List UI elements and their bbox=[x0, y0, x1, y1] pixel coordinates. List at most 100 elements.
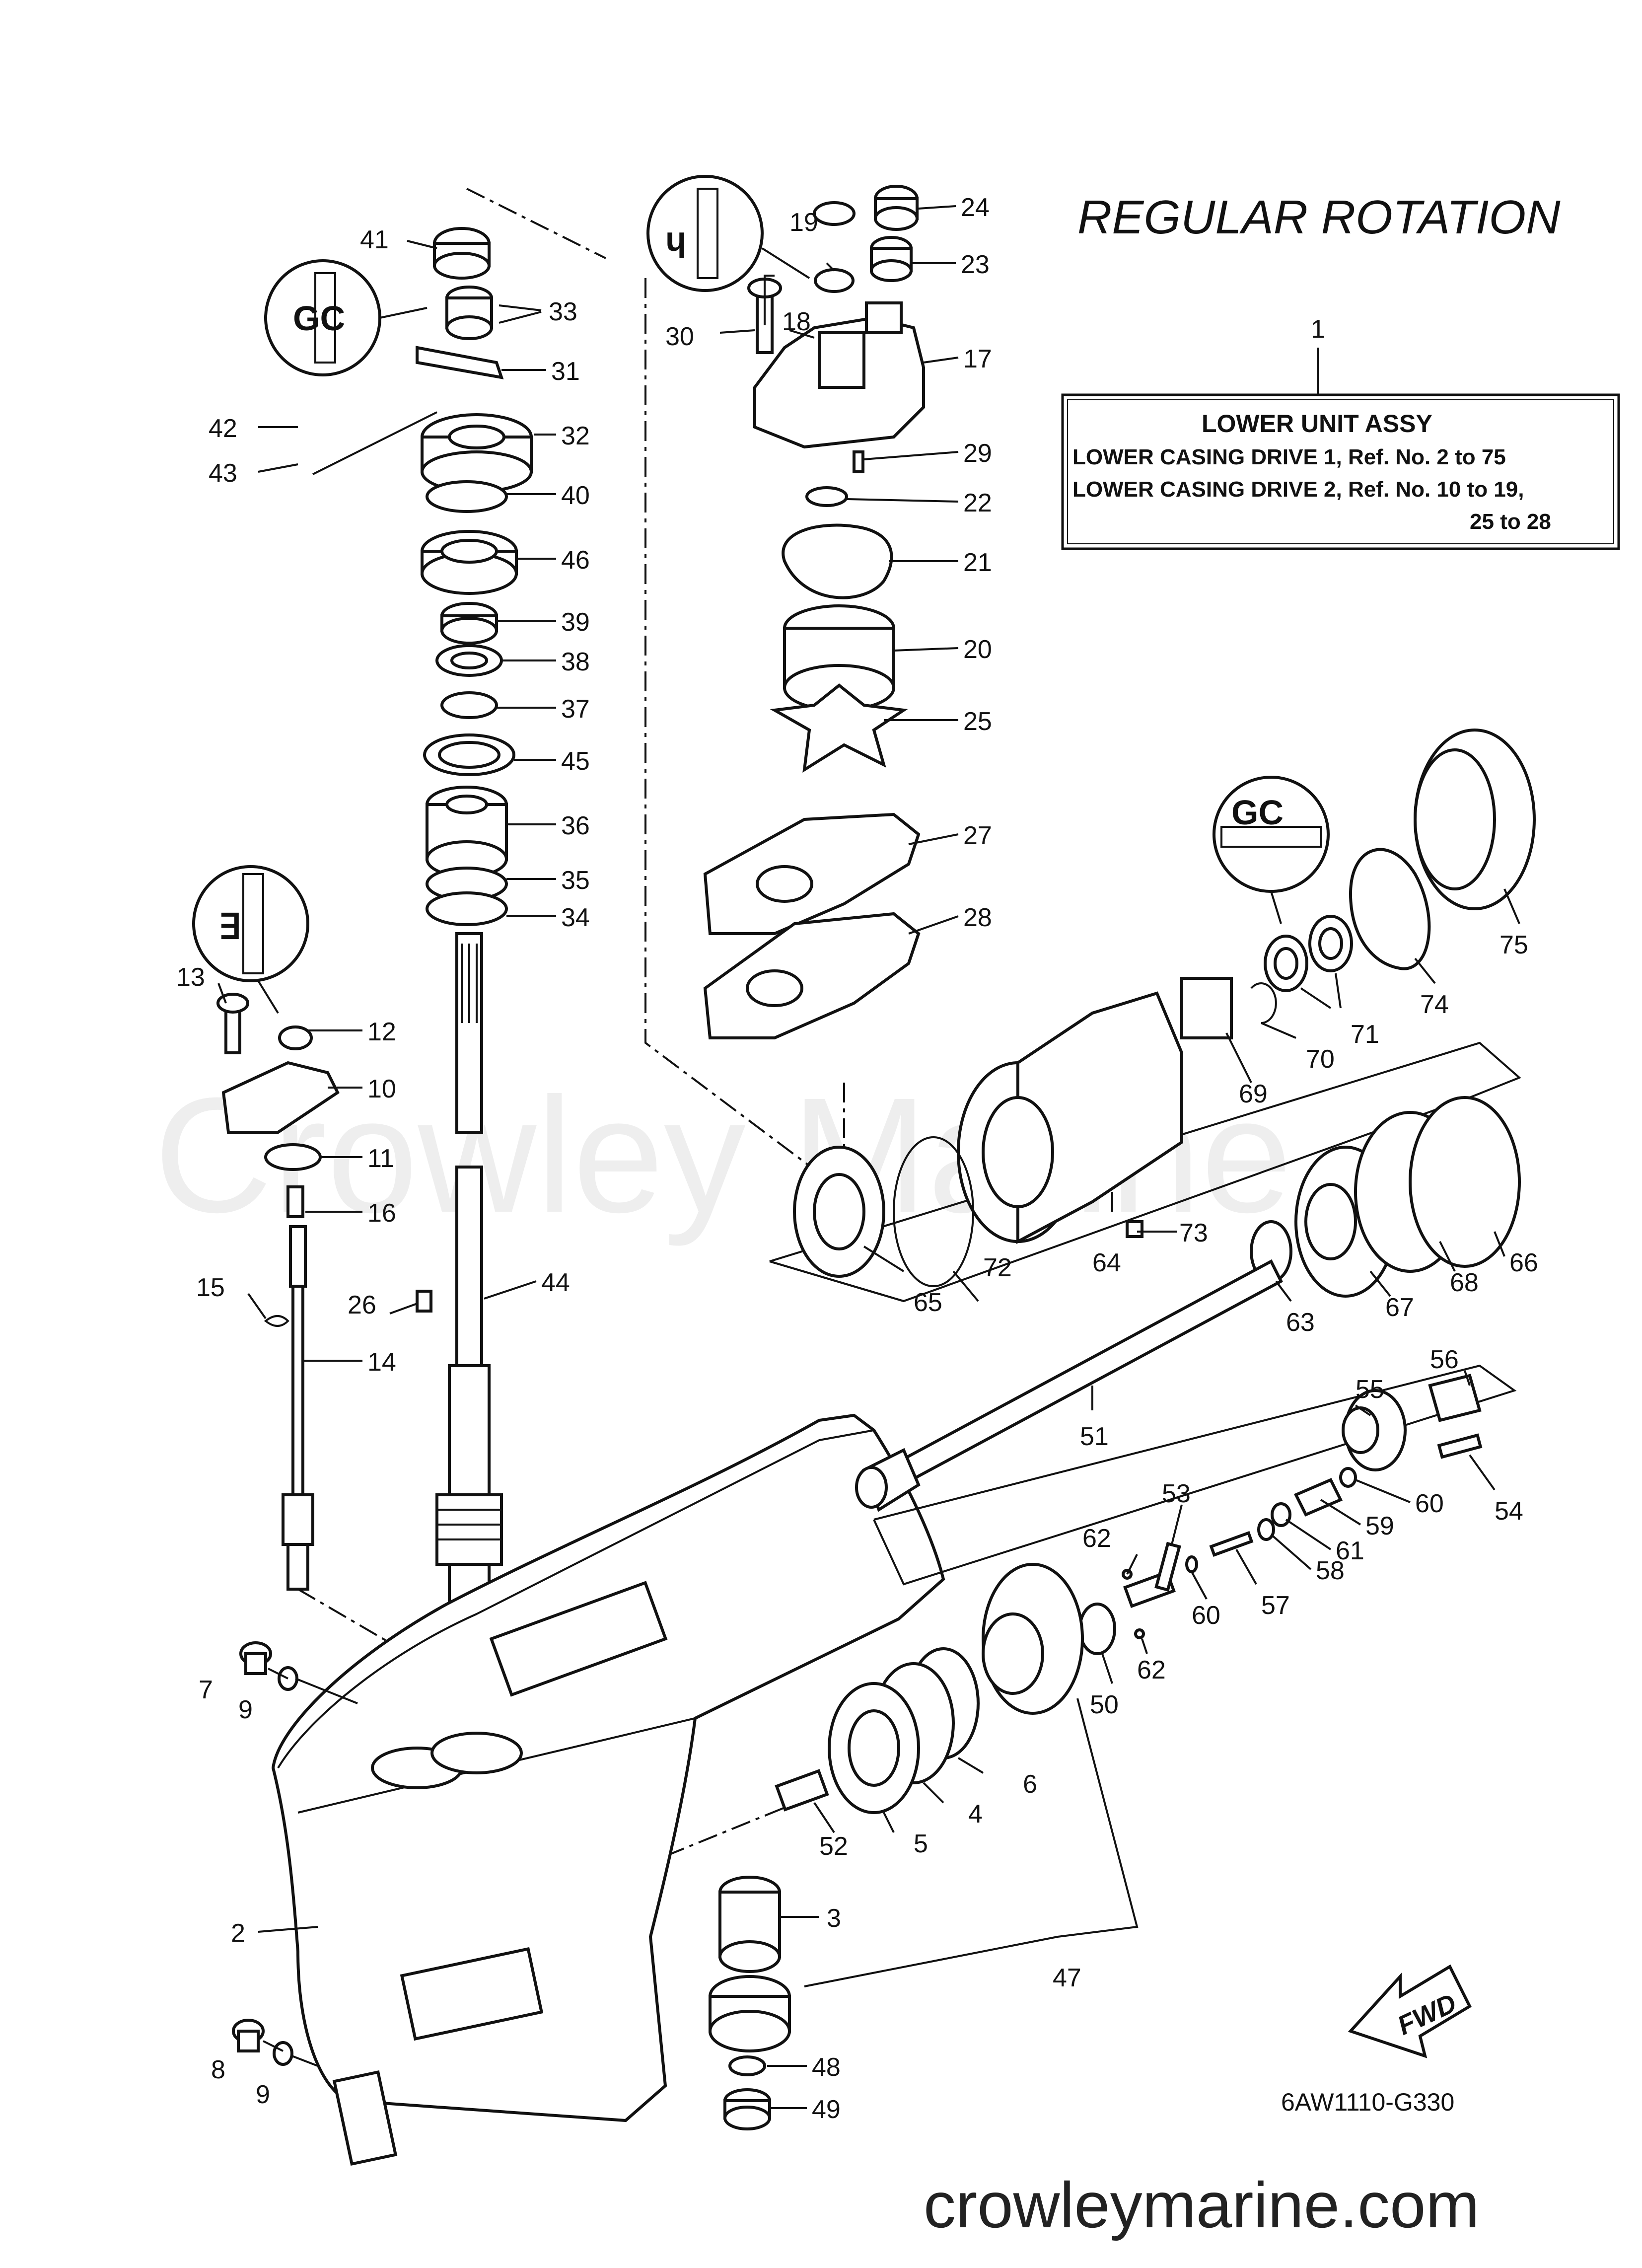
shift-rod-parts bbox=[216, 993, 340, 1591]
callout-32: 32 bbox=[561, 422, 590, 450]
part-9-gasket-lower bbox=[273, 2041, 293, 2066]
part-27-outer-plate bbox=[703, 812, 921, 935]
leader-lines bbox=[217, 205, 1520, 2109]
part-23-seal bbox=[870, 236, 913, 282]
callout-31: 31 bbox=[551, 357, 580, 386]
part-7-plug bbox=[239, 1641, 272, 1675]
part-57-pin bbox=[1209, 1531, 1254, 1557]
part-48-shim bbox=[728, 2055, 766, 2076]
callout-53: 53 bbox=[1162, 1479, 1191, 1508]
part-29-pin bbox=[853, 450, 864, 473]
part-73-key bbox=[1126, 1220, 1143, 1238]
callout-7: 7 bbox=[199, 1676, 213, 1704]
part-3-needle-bearing bbox=[718, 1876, 781, 1973]
part-54-pin bbox=[1437, 1433, 1483, 1459]
callout-51: 51 bbox=[1080, 1422, 1109, 1451]
part-47-pinion bbox=[709, 1975, 791, 2052]
drive-shaft-stack bbox=[416, 227, 533, 1630]
svg-text:ɥ: ɥ bbox=[665, 219, 687, 258]
part-55-dog-clutch bbox=[1342, 1389, 1407, 1471]
callout-41: 41 bbox=[360, 225, 389, 254]
callout-64: 64 bbox=[1092, 1248, 1121, 1277]
part-2-lower-casing bbox=[271, 1413, 945, 2166]
callout-37: 37 bbox=[561, 695, 590, 724]
detail-bubble-33: GC bbox=[264, 259, 428, 376]
box-heading: LOWER UNIT ASSY bbox=[1202, 410, 1432, 438]
callout-40: 40 bbox=[561, 481, 590, 510]
part-20-pump-liner bbox=[783, 604, 895, 712]
callout-55: 55 bbox=[1356, 1375, 1384, 1404]
callout-21: 21 bbox=[963, 548, 992, 577]
callout-19: 19 bbox=[789, 208, 818, 237]
callout-12: 12 bbox=[367, 1018, 396, 1046]
callout-28: 28 bbox=[963, 903, 992, 932]
callout-54: 54 bbox=[1495, 1497, 1523, 1526]
callout-2: 2 bbox=[231, 1919, 245, 1948]
detail-bubble-71: GC bbox=[1213, 776, 1330, 924]
part-71-oil-seals bbox=[1264, 915, 1353, 992]
callout-63: 63 bbox=[1286, 1308, 1315, 1337]
callout-8: 8 bbox=[211, 2055, 225, 2084]
callout-67: 67 bbox=[1385, 1293, 1414, 1322]
callout-38: 38 bbox=[561, 648, 590, 676]
callout-66: 66 bbox=[1509, 1248, 1538, 1277]
part-19-seal bbox=[813, 201, 856, 226]
callout-27: 27 bbox=[963, 821, 992, 850]
diagram-title: REGULAR ROTATION bbox=[1077, 191, 1561, 244]
part-53-shift-plunger bbox=[1123, 1541, 1181, 1609]
callout-24: 24 bbox=[961, 193, 990, 222]
callout-42: 42 bbox=[209, 414, 237, 443]
callout-23: 23 bbox=[961, 250, 990, 279]
part-69-needle-bearing bbox=[1180, 977, 1233, 1039]
callout-25: 25 bbox=[963, 707, 992, 736]
callout-49: 49 bbox=[812, 2095, 841, 2124]
callout-17: 17 bbox=[963, 345, 992, 373]
part-25-impeller bbox=[770, 683, 908, 773]
assembly-box: 1 LOWER UNIT ASSY LOWER CASING DRIVE 1, … bbox=[1061, 315, 1620, 550]
callout-68: 68 bbox=[1450, 1268, 1479, 1297]
box-line-1: LOWER CASING DRIVE 1, Ref. No. 2 to 75 bbox=[1072, 445, 1506, 469]
part-66-bearing-race bbox=[1409, 1096, 1521, 1268]
callout-26: 26 bbox=[348, 1291, 376, 1319]
callout-50: 50 bbox=[1090, 1690, 1119, 1719]
callout-11: 11 bbox=[367, 1144, 394, 1173]
part-22-o-ring bbox=[805, 486, 848, 507]
part-21-gasket bbox=[782, 523, 893, 599]
callout-71: 71 bbox=[1351, 1020, 1379, 1049]
callout-60-right: 60 bbox=[1415, 1489, 1444, 1518]
box-line-3: 25 to 28 bbox=[1470, 510, 1551, 534]
part-56-spring bbox=[1428, 1374, 1482, 1422]
svg-text:∃: ∃ bbox=[218, 907, 240, 946]
part-61-spacer bbox=[1271, 1502, 1291, 1527]
part-36-tapered-bearing bbox=[426, 786, 508, 878]
callout-61: 61 bbox=[1336, 1536, 1364, 1565]
part-74-washer bbox=[1349, 848, 1431, 970]
callout-60-left: 60 bbox=[1192, 1601, 1220, 1630]
callout-35: 35 bbox=[561, 866, 590, 895]
callout-3: 3 bbox=[827, 1904, 841, 1933]
part-65-ball-bearing bbox=[793, 1146, 885, 1278]
part-11-o-ring bbox=[264, 1143, 322, 1171]
part-18-seal bbox=[814, 268, 855, 293]
callout-73: 73 bbox=[1179, 1219, 1208, 1247]
site-footer: crowleymarine.com bbox=[924, 2169, 1480, 2241]
callout-57: 57 bbox=[1261, 1591, 1290, 1620]
callout-44: 44 bbox=[541, 1268, 570, 1297]
part-26-pin bbox=[416, 1290, 432, 1313]
callout-45: 45 bbox=[561, 747, 590, 776]
callout-9-lower: 9 bbox=[256, 2080, 270, 2109]
part-46-bearing-cover bbox=[421, 530, 518, 595]
callout-36: 36 bbox=[561, 811, 590, 840]
callout-58-right: 58 bbox=[1316, 1556, 1345, 1585]
callout-70: 70 bbox=[1306, 1045, 1335, 1074]
part-39-nut bbox=[440, 602, 498, 645]
callout-10: 10 bbox=[367, 1075, 396, 1103]
callout-47: 47 bbox=[1053, 1964, 1081, 1992]
callout-6: 6 bbox=[1023, 1770, 1037, 1799]
part-59-spring bbox=[1293, 1478, 1343, 1517]
part-49-nut bbox=[723, 2088, 771, 2130]
reverse-gear-group bbox=[769, 1096, 1521, 1302]
callout-13: 13 bbox=[176, 963, 205, 992]
part-50-shim bbox=[1078, 1603, 1116, 1655]
